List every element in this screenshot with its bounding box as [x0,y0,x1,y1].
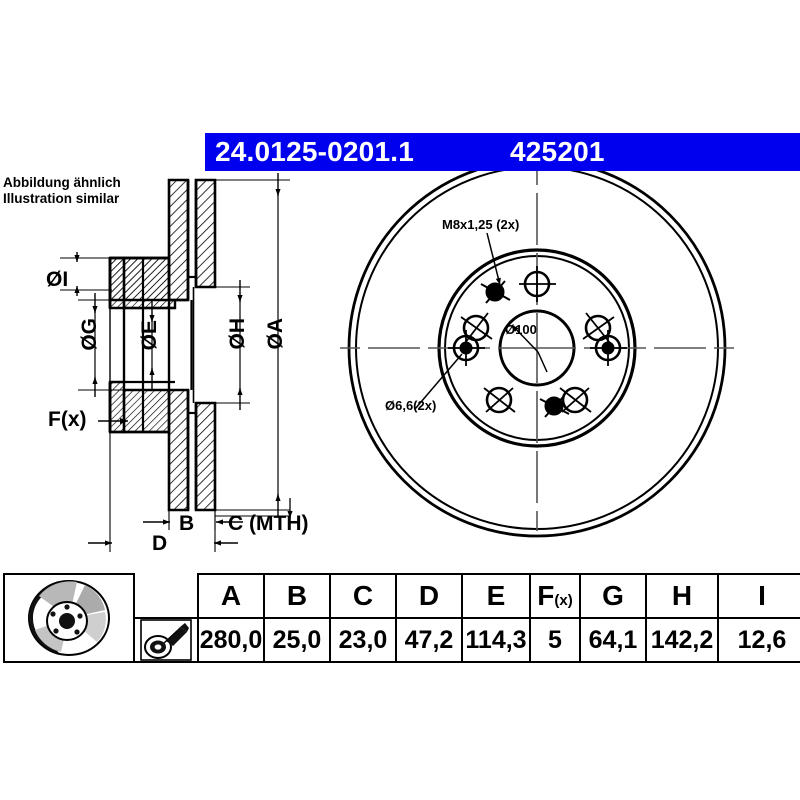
dim-label-B: B [179,512,195,535]
col-header-F: F(x) [529,573,581,619]
lug-hole [559,386,592,414]
lug-hole [582,312,615,344]
caption-en: Illustration similar [3,190,120,206]
dim-A [215,173,290,517]
dim-I [60,252,112,296]
callout-center-bore: Ø100 [505,322,537,337]
brake-disc-icon [28,580,110,656]
brake-disc-icon-cell [3,573,135,663]
threaded-hole-m8 [539,395,570,418]
specification-table: A B C D E F(x) G H I [3,573,800,663]
col-header-D: D [395,573,463,619]
title-bar: 24.0125-0201.1 425201 [205,133,800,171]
dim-label-G: ØG [78,318,101,351]
value-A: 280,0 [197,617,265,663]
dim-G [78,293,126,397]
dim-label-I: ØI [46,268,69,291]
col-header-H: H [645,573,719,619]
small-hole-66 [448,330,485,366]
col-header-E: E [461,573,531,619]
value-B: 25,0 [263,617,331,663]
col-header-I: I [717,573,800,619]
value-E: 114,3 [461,617,531,663]
col-header-B: B [263,573,331,619]
dim-label-D: D [152,532,168,555]
cross-section-view [108,178,217,512]
article-number: 24.0125-0201.1 [215,136,414,167]
dim-label-F: F(x) [48,408,87,431]
dim-label-A: ØA [264,318,287,350]
col-header-F-sub: (x) [554,592,573,609]
value-G: 64,1 [579,617,647,663]
dim-C [215,498,293,518]
lug-hole [519,266,556,302]
value-H: 142,2 [645,617,719,663]
col-header-A: A [197,573,265,619]
lug-hole [483,386,516,414]
caliper-measure-icon-cell [133,617,199,663]
caption-de: Abbildung ähnlich [3,175,121,190]
friction-ring-lower [167,388,217,512]
dimension-lines-section [60,173,293,552]
callout-leaders [414,232,548,410]
col-header-F-main: F [537,580,555,611]
callout-small-hole: Ø6,6(2x) [385,398,437,413]
product-code: 425201 [510,136,605,167]
table-row-header: A B C D E F(x) G H I [3,573,800,663]
table-row-values: 280,0 25,0 23,0 47,2 114,3 5 64,1 142,2 … [4,617,800,663]
face-view [340,158,734,538]
col-header-C: C [329,573,397,619]
value-C: 23,0 [329,617,397,663]
dim-label-C: C (MTH) [228,512,309,535]
value-F: 5 [529,617,581,663]
small-hole-66 [590,330,627,366]
illustration-caption: Abbildung ähnlich Illustration similar [3,175,183,206]
value-I: 12,6 [717,617,800,663]
caliper-measure-icon [140,619,192,661]
col-header-G: G [579,573,647,619]
threaded-hole-group [480,280,570,418]
dim-label-H: ØH [226,318,249,350]
dim-E [130,300,175,390]
dim-H [196,280,250,410]
threaded-hole-m8 [480,280,511,304]
dim-label-E: ØE [138,320,161,351]
callout-thread: M8x1,25 (2x) [442,217,520,232]
value-D: 47,2 [395,617,463,663]
small-hole-group [448,330,627,366]
dim-D [88,432,238,552]
spacer-cell [134,574,198,618]
